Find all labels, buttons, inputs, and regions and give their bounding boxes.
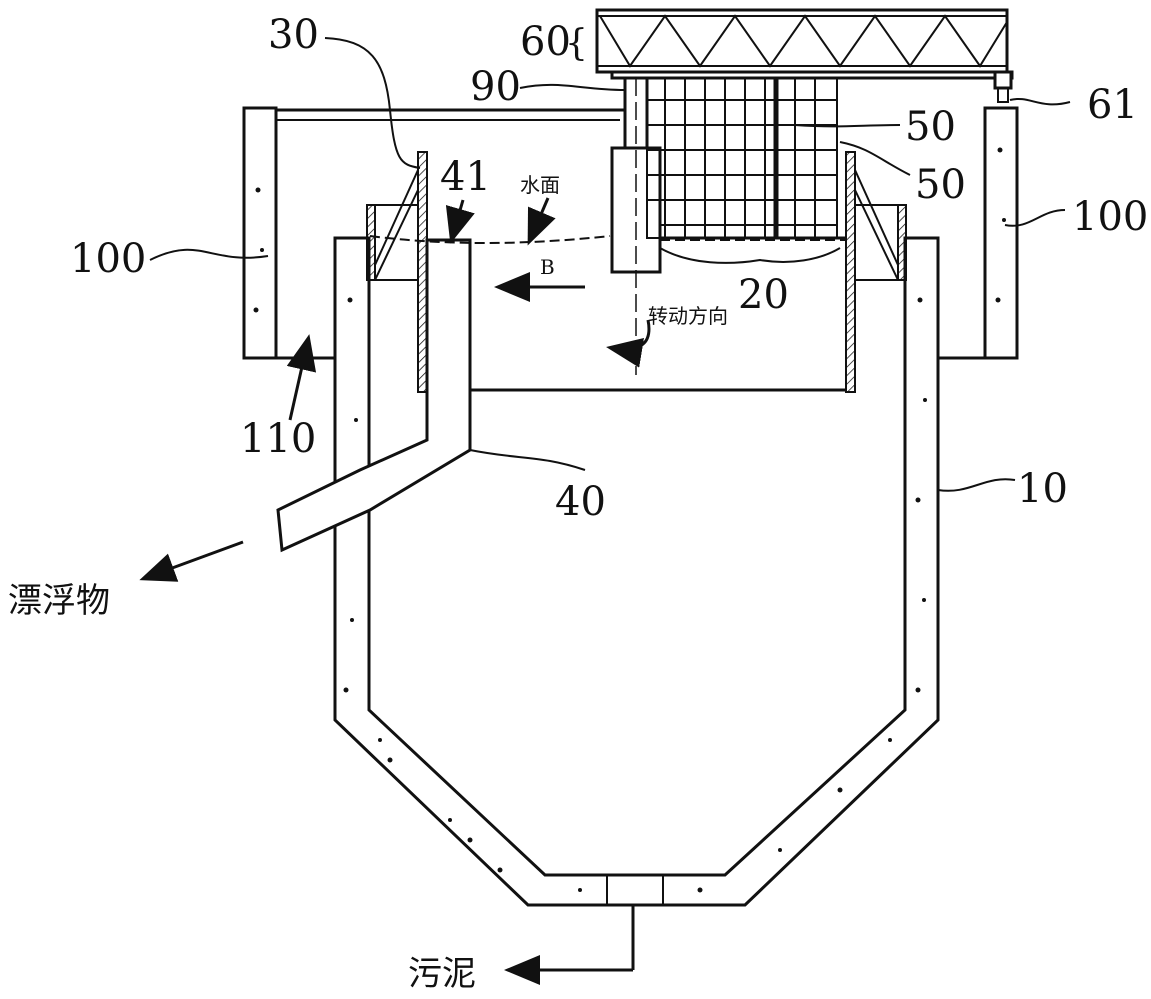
scum-pipe [276, 238, 472, 553]
outer-wall-right [983, 106, 1019, 360]
label-20: 20 [738, 272, 789, 318]
label-100-left: 100 [70, 236, 146, 282]
label-61: 61 [1087, 82, 1138, 128]
label-rotation: 转动方向 [648, 304, 728, 328]
label-water-surface: 水面 [520, 173, 560, 197]
label-floating-matter: 漂浮物 [8, 581, 110, 621]
label-50-top: 50 [905, 104, 956, 150]
label-110: 110 [240, 416, 316, 462]
skimmer-screens [646, 77, 846, 240]
truss-bridge [595, 8, 1014, 103]
label-41: 41 [440, 154, 491, 200]
label-50-bottom: 50 [915, 162, 966, 208]
label-100-right: 100 [1072, 194, 1148, 240]
label-b: B [540, 255, 555, 279]
label-30: 30 [268, 12, 319, 58]
label-90: 90 [470, 64, 521, 110]
label-sludge: 污泥 [408, 954, 476, 994]
center-column [610, 76, 662, 375]
outer-wall-left [242, 106, 278, 360]
svg-text:{: { [565, 23, 588, 64]
label-10: 10 [1017, 466, 1068, 512]
label-60: 60 [520, 19, 571, 65]
water-surface-line [369, 235, 611, 244]
label-40: 40 [555, 479, 606, 525]
